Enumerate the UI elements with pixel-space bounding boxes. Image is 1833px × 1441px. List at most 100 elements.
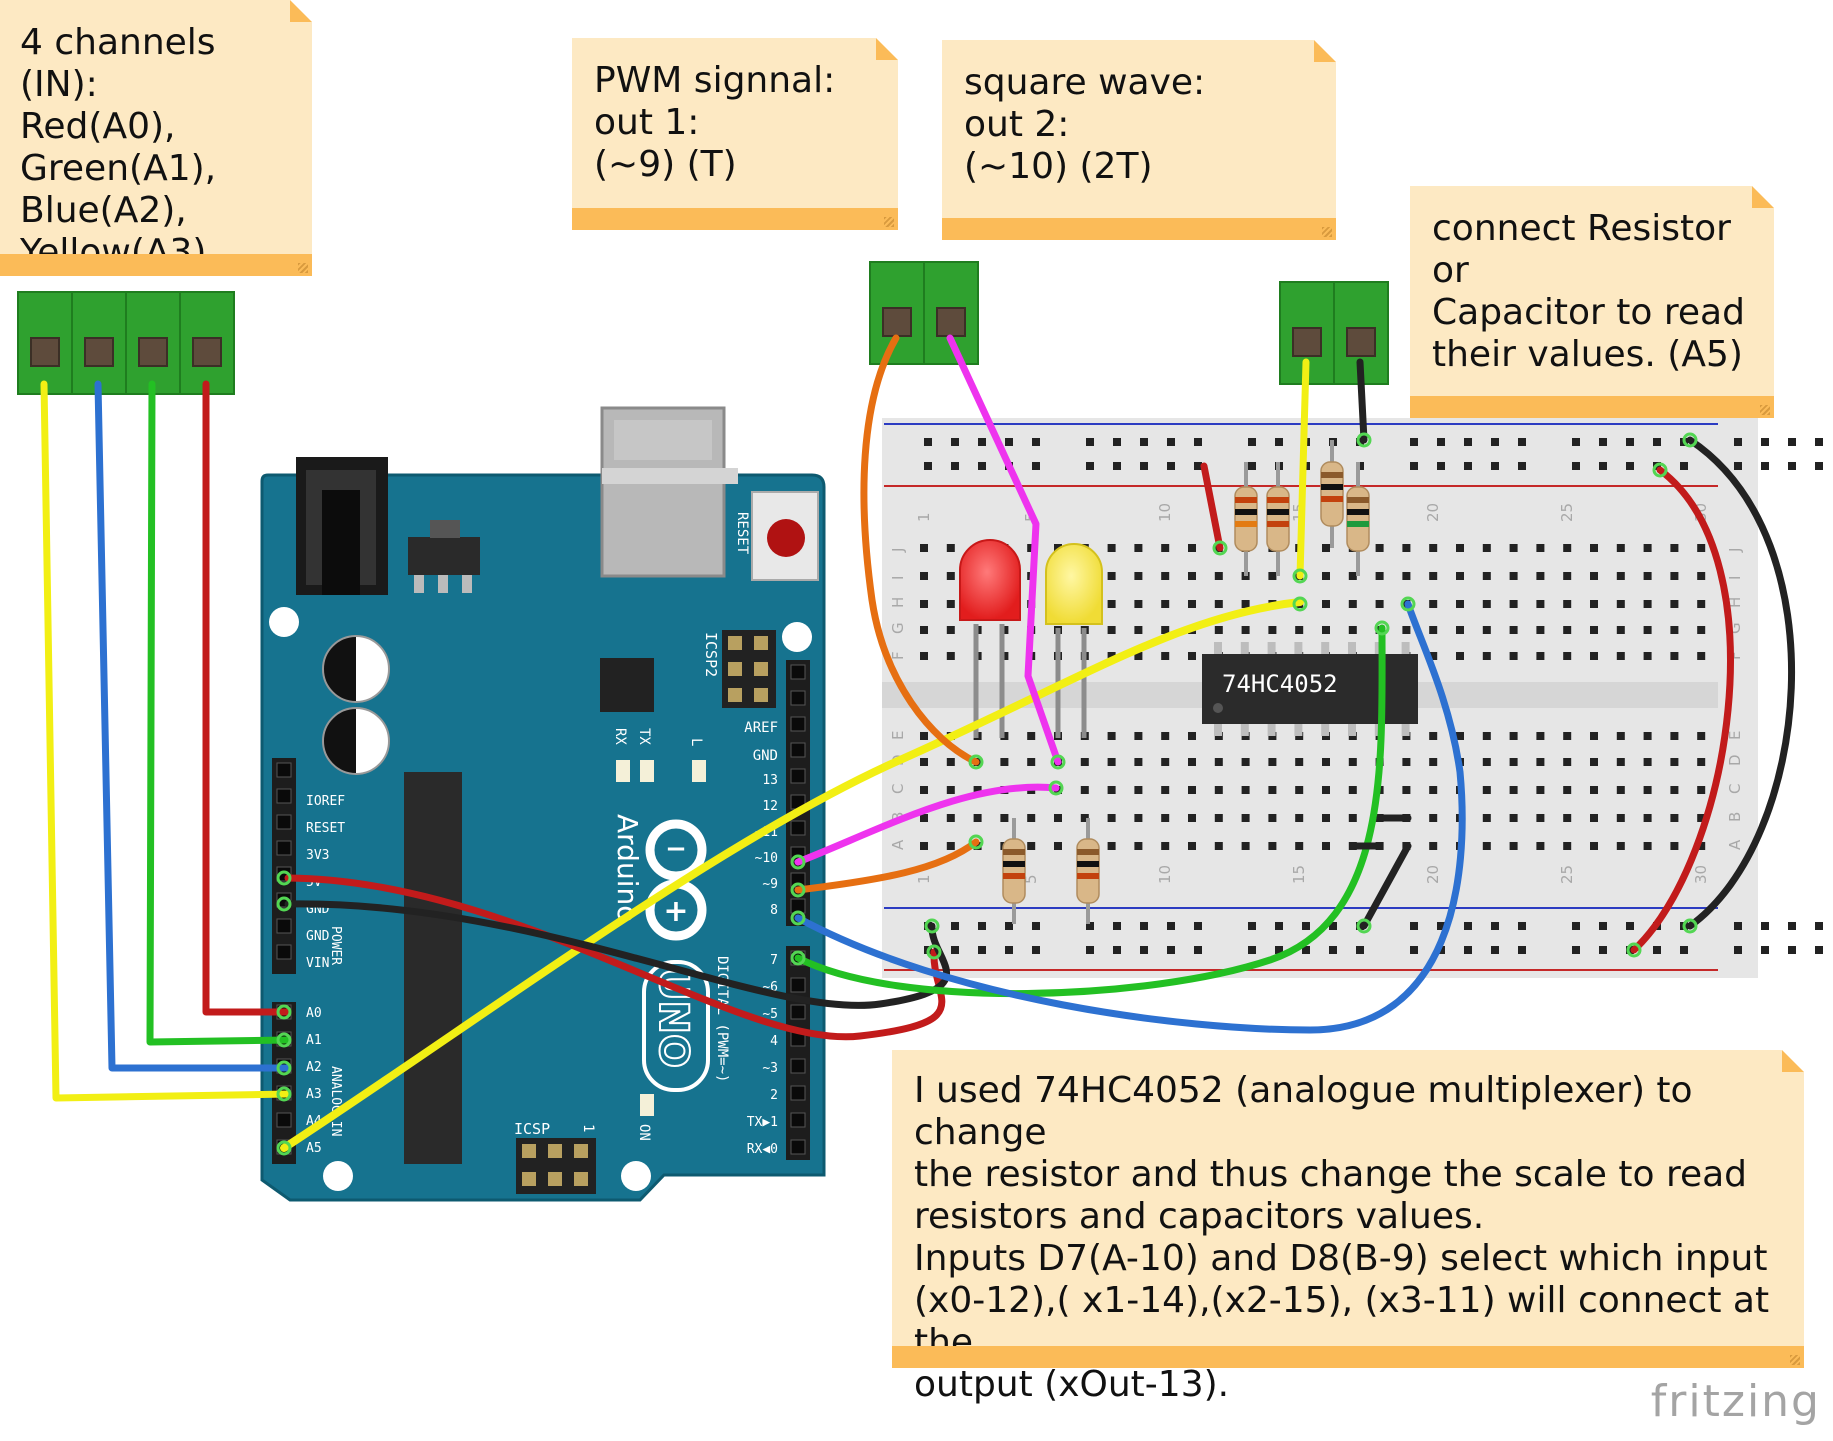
terminal-screw[interactable] [1346,327,1376,357]
breadboard-hole[interactable] [973,814,982,822]
breadboard-hole[interactable] [1134,732,1143,740]
breadboard-hole[interactable] [920,842,928,850]
breadboard-hole[interactable] [1322,626,1330,634]
rail-hole[interactable] [1410,922,1418,930]
rail-hole[interactable] [1572,922,1580,930]
breadboard-hole[interactable] [1590,652,1598,660]
breadboard-hole[interactable] [1107,758,1116,766]
breadboard-hole[interactable] [1563,600,1572,608]
breadboard-hole[interactable] [920,572,928,580]
rail-hole[interactable] [1194,946,1202,954]
breadboard-hole[interactable] [1188,842,1196,850]
digital-pin[interactable] [790,742,806,758]
breadboard-hole[interactable] [1107,814,1116,822]
breadboard-hole[interactable] [1322,600,1330,608]
rail-hole[interactable] [1518,922,1526,930]
breadboard-hole[interactable] [1670,544,1679,552]
breadboard-hole[interactable] [1000,814,1009,822]
breadboard-hole[interactable] [1509,758,1518,766]
breadboard-hole[interactable] [1536,732,1545,740]
breadboard-hole[interactable] [1402,626,1411,634]
breadboard-hole[interactable] [1536,758,1545,766]
breadboard-hole[interactable] [1697,572,1706,580]
rail-hole[interactable] [1788,462,1796,470]
rail-hole[interactable] [1518,438,1526,446]
breadboard-hole[interactable] [1241,814,1250,822]
breadboard-hole[interactable] [1670,626,1679,634]
breadboard-hole[interactable] [1643,842,1652,850]
breadboard-hole[interactable] [1322,842,1330,850]
breadboard-hole[interactable] [920,544,928,552]
breadboard-hole[interactable] [1161,814,1170,822]
rail-hole[interactable] [1194,462,1202,470]
breadboard-hole[interactable] [973,786,982,794]
breadboard-hole[interactable] [1590,842,1598,850]
rail-hole[interactable] [924,922,932,930]
breadboard-hole[interactable] [1590,572,1598,580]
breadboard-hole[interactable] [1563,544,1572,552]
breadboard-hole[interactable] [1268,814,1277,822]
breadboard-hole[interactable] [1509,732,1518,740]
power-pin[interactable] [276,814,292,830]
rail-hole[interactable] [978,438,986,446]
breadboard-hole[interactable] [1214,758,1223,766]
rail-hole[interactable] [1113,462,1121,470]
breadboard-hole[interactable] [1107,572,1116,580]
digital-pin[interactable] [790,664,806,680]
rail-hole[interactable] [1086,946,1094,954]
breadboard-hole[interactable] [1241,786,1250,794]
rail-hole[interactable] [1491,462,1499,470]
breadboard-hole[interactable] [1697,652,1706,660]
breadboard-hole[interactable] [1107,600,1116,608]
breadboard-hole[interactable] [1295,814,1304,822]
breadboard-hole[interactable] [1536,842,1545,850]
breadboard-hole[interactable] [1670,786,1679,794]
breadboard-hole[interactable] [1590,732,1598,740]
breadboard-hole[interactable] [1161,758,1170,766]
breadboard-hole[interactable] [1107,544,1116,552]
breadboard-hole[interactable] [1402,786,1411,794]
breadboard-hole[interactable] [1616,544,1625,552]
breadboard-hole[interactable] [1348,814,1357,822]
breadboard-hole[interactable] [1536,626,1545,634]
breadboard-hole[interactable] [1616,600,1625,608]
digital-pin[interactable] [790,820,806,836]
breadboard-hole[interactable] [946,842,955,850]
rail-hole[interactable] [1653,946,1661,954]
rail-hole[interactable] [1437,438,1445,446]
rail-hole[interactable] [1761,438,1769,446]
breadboard-hole[interactable] [946,600,955,608]
breadboard-hole[interactable] [1054,842,1062,850]
breadboard-hole[interactable] [920,814,928,822]
rail-hole[interactable] [1167,462,1175,470]
rail-hole[interactable] [1410,438,1418,446]
rail-hole[interactable] [1437,462,1445,470]
breadboard-hole[interactable] [1161,842,1170,850]
rail-hole[interactable] [1275,438,1283,446]
breadboard-hole[interactable] [1188,758,1196,766]
breadboard-hole[interactable] [1643,652,1652,660]
breadboard-hole[interactable] [1322,544,1330,552]
breadboard-hole[interactable] [1536,652,1545,660]
breadboard-hole[interactable] [1697,842,1706,850]
rail-hole[interactable] [1761,946,1769,954]
breadboard-hole[interactable] [1456,600,1464,608]
digital-pin[interactable] [790,716,806,732]
rail-hole[interactable] [1032,922,1040,930]
breadboard-hole[interactable] [1214,626,1223,634]
breadboard-hole[interactable] [1643,600,1652,608]
rail-hole[interactable] [1761,462,1769,470]
breadboard-hole[interactable] [1107,652,1116,660]
breadboard-hole[interactable] [1295,786,1304,794]
rail-hole[interactable] [1653,438,1661,446]
breadboard-hole[interactable] [1134,758,1143,766]
breadboard-hole[interactable] [1080,814,1089,822]
breadboard-hole[interactable] [1616,758,1625,766]
rail-hole[interactable] [1248,462,1256,470]
rail-hole[interactable] [1302,946,1310,954]
breadboard-hole[interactable] [1697,544,1706,552]
rail-hole[interactable] [951,462,959,470]
breadboard-hole[interactable] [1482,600,1491,608]
rail-hole[interactable] [1167,946,1175,954]
rail-hole[interactable] [1167,922,1175,930]
